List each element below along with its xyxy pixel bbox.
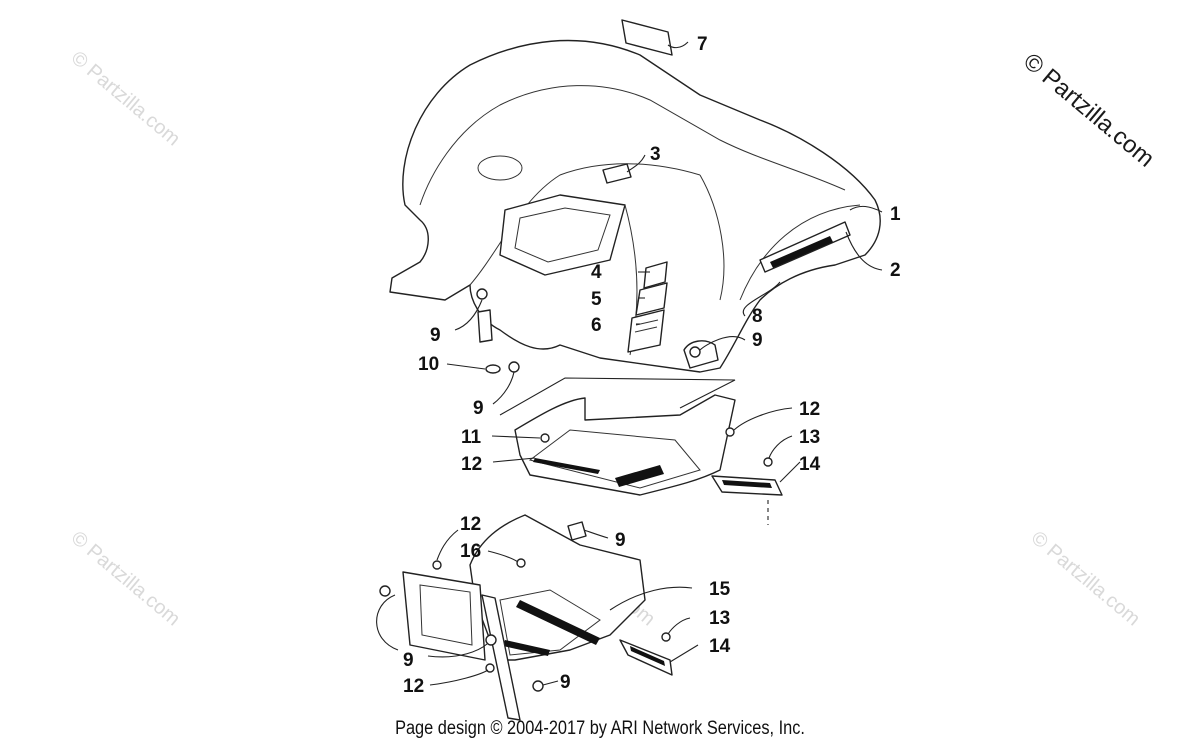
right-footwell-tread-2 — [533, 458, 600, 474]
screw-13-left — [661, 632, 671, 642]
warning-decal-5 — [635, 282, 668, 316]
leader-14-left — [669, 644, 699, 663]
leader-3 — [626, 154, 646, 173]
callout-2: 2 — [890, 260, 901, 281]
leader-13-right — [768, 435, 793, 459]
leader-1 — [849, 205, 883, 213]
callout-13-left: 13 — [709, 608, 730, 629]
watermark-corner: © Partzilla.com — [1018, 48, 1159, 173]
leader-2 — [845, 231, 883, 271]
callout-12-mid: 12 — [461, 454, 482, 475]
callout-14-left: 14 — [709, 636, 731, 657]
leader-9-block — [583, 529, 609, 539]
leader-9-lower-left — [492, 371, 515, 405]
nut-9-left-a — [379, 585, 391, 597]
leader-12-right — [733, 407, 793, 431]
callout-12-bottom: 12 — [403, 676, 424, 697]
left-mudflap — [481, 594, 521, 721]
callout-6: 6 — [591, 315, 602, 336]
leader-13-left — [667, 617, 691, 635]
rear-body-fender-arch — [739, 204, 861, 301]
callout-1: 1 — [890, 204, 901, 225]
nut-9-left-b — [485, 634, 497, 646]
screw-12-left-a — [432, 560, 442, 570]
watermark-top-left: © Partzilla.com — [67, 47, 184, 150]
rear-body-cup-holder — [477, 155, 523, 181]
washer-10 — [485, 364, 501, 374]
rear-body-assembly — [389, 39, 881, 373]
leader-9-upper-left — [454, 299, 483, 331]
callout-16: 16 — [460, 541, 481, 562]
leader-11 — [491, 435, 541, 439]
left-footwell-assembly — [379, 514, 673, 721]
callout-9-left-loop: 9 — [403, 650, 414, 671]
callout-13-right: 13 — [799, 427, 820, 448]
rear-body-rack-rail — [419, 85, 846, 206]
leader-12-left-top — [436, 529, 459, 561]
footer-copyright: Page design © 2004-2017 by ARI Network S… — [395, 718, 805, 739]
callout-15: 15 — [709, 579, 731, 600]
callouts: 7 3 1 2 4 5 6 8 9 9 10 9 12 11 13 12 14 … — [403, 34, 901, 697]
callout-8: 8 — [752, 306, 763, 327]
watermark-bottom-left: © Partzilla.com — [67, 527, 184, 630]
leader-12-bottom — [429, 669, 489, 686]
leader-9-left-loop-b — [427, 643, 488, 658]
leader-9-right — [699, 336, 746, 351]
callout-14-right: 14 — [799, 454, 821, 475]
side-decal-group — [759, 221, 851, 273]
callout-9-lower-left: 9 — [473, 398, 484, 419]
right-footwell-tread — [615, 465, 664, 487]
leader-16 — [487, 550, 519, 563]
mounting-bracket — [477, 309, 493, 343]
leader-15 — [609, 586, 693, 611]
grommet-9-left-lower — [508, 361, 520, 373]
left-footwell-tread — [516, 600, 600, 645]
decal-7 — [621, 19, 673, 56]
callout-12-left-top: 12 — [460, 514, 481, 535]
screw-12-right-a — [725, 427, 735, 437]
alignment-frame — [499, 377, 736, 416]
leader-10 — [446, 363, 486, 370]
left-side-panel — [402, 571, 486, 661]
block-9-left — [567, 521, 587, 541]
storage-box-inner — [514, 207, 611, 263]
grommet-9-left-upper — [476, 288, 488, 300]
rear-body-inner-edge — [469, 163, 701, 286]
callout-10: 10 — [418, 354, 439, 375]
callout-11: 11 — [461, 427, 482, 448]
screw-11 — [540, 433, 550, 443]
callout-5: 5 — [591, 289, 602, 310]
callout-12-right: 12 — [799, 399, 820, 420]
nut-9-bottom — [532, 680, 544, 692]
right-footwell-assembly — [514, 394, 783, 496]
callout-9-block: 9 — [615, 530, 626, 551]
warning-decal-group — [627, 261, 668, 353]
callout-7: 7 — [697, 34, 708, 55]
leader-9-bottom — [542, 680, 559, 686]
screw-13-right — [763, 457, 773, 467]
decal-6-line-2 — [634, 326, 658, 333]
callout-9-right: 9 — [752, 330, 763, 351]
leader-12-mid — [492, 457, 536, 463]
leader-7 — [667, 41, 689, 49]
side-decal-graphic — [770, 236, 833, 268]
callout-9-bottom: 9 — [560, 672, 571, 693]
watermark-bottom-right: © Partzilla.com — [1027, 527, 1144, 630]
warning-decal-4 — [643, 261, 668, 289]
left-footwell-tread-2 — [503, 640, 550, 656]
grommet-9-right — [689, 346, 701, 358]
callout-4: 4 — [591, 262, 602, 283]
leader-9-left-loop-a — [376, 594, 399, 651]
footpeg-14-left-tread — [630, 646, 665, 666]
callout-9-upper-left: 9 — [430, 325, 441, 346]
leader-14-right — [779, 461, 801, 483]
leader-lines — [376, 41, 883, 686]
decal-3 — [602, 163, 632, 184]
left-side-panel-inner — [419, 584, 473, 646]
footpeg-14-right-tread — [722, 480, 772, 488]
screw-16 — [516, 558, 526, 568]
leader-8 — [742, 281, 781, 317]
callout-3: 3 — [650, 144, 661, 165]
